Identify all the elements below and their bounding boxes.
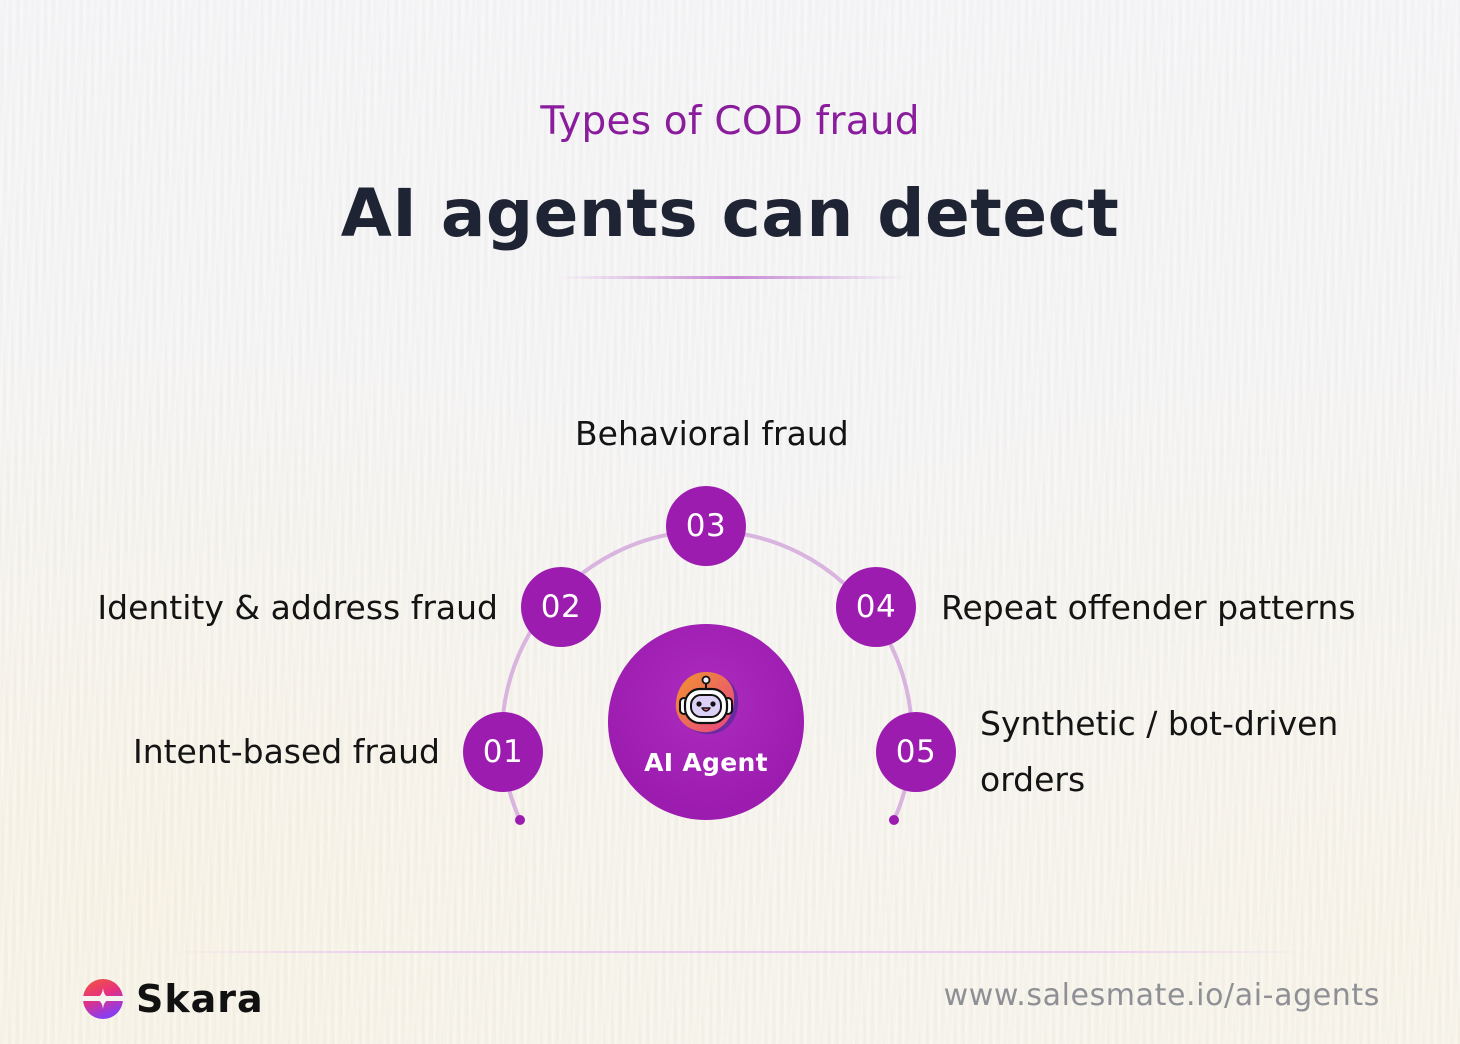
skara-logo: Skara bbox=[80, 976, 264, 1022]
node-number: 02 bbox=[540, 589, 582, 625]
label-intent-based-fraud: Intent-based fraud bbox=[132, 732, 440, 771]
brand-name: Skara bbox=[136, 977, 264, 1021]
footer-divider bbox=[170, 951, 1310, 953]
node-02: 02 bbox=[521, 567, 601, 647]
node-04: 04 bbox=[836, 567, 916, 647]
skara-logo-icon bbox=[80, 979, 126, 1019]
label-behavioral-fraud: Behavioral fraud bbox=[575, 414, 849, 453]
robot-icon bbox=[675, 672, 739, 735]
arc-end-dot-left bbox=[515, 815, 525, 825]
node-number: 04 bbox=[855, 589, 897, 625]
node-01: 01 bbox=[463, 712, 543, 792]
footer-url-link[interactable]: www.salesmate.io/ai-agents bbox=[943, 978, 1380, 1013]
page-title: AI agents can detect bbox=[340, 175, 1120, 252]
node-number: 03 bbox=[685, 508, 727, 544]
label-identity-address-fraud: Identity & address fraud bbox=[97, 588, 498, 627]
label-repeat-offender-patterns: Repeat offender patterns bbox=[941, 588, 1356, 627]
arc-end-dot-right bbox=[889, 815, 899, 825]
label-synthetic-bot-driven-orders: Synthetic / bot-driven orders bbox=[980, 704, 1339, 799]
node-number: 05 bbox=[895, 734, 937, 770]
title-divider bbox=[558, 276, 908, 279]
node-number: 01 bbox=[482, 734, 524, 770]
node-03: 03 bbox=[666, 486, 746, 566]
ai-agent-hub: AI Agent bbox=[608, 624, 804, 820]
page-subtitle: Types of COD fraud bbox=[540, 99, 920, 144]
hub-label: AI Agent bbox=[644, 748, 768, 777]
node-05: 05 bbox=[876, 712, 956, 792]
